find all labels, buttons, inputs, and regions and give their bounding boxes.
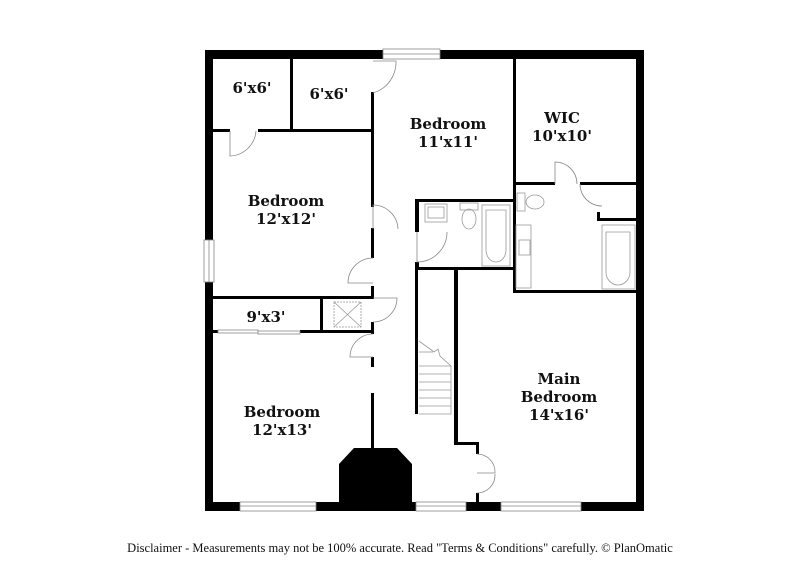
room-name: Bedroom <box>409 115 487 133</box>
room-closet-b: 6'x6' <box>309 85 348 103</box>
room-name: Bedroom <box>243 403 321 421</box>
room-name: WIC <box>544 109 580 127</box>
fixtures <box>333 192 636 415</box>
disclaimer-text: Disclaimer - Measurements may not be 100… <box>127 541 673 555</box>
room-bedroom-12x13: Bedroom 12'x13' <box>244 403 321 439</box>
room-name: Bedroom <box>247 192 325 210</box>
room-size: 12'x13' <box>252 421 312 439</box>
room-size: 9'x3' <box>246 308 286 326</box>
room-size: 11'x11' <box>418 133 478 151</box>
room-wic: WIC 10'x10' <box>532 109 592 145</box>
room-closet-9x3: 9'x3' <box>246 308 285 326</box>
room-size: 10'x10' <box>532 127 592 145</box>
doors <box>229 60 603 494</box>
room-main-bedroom: Main Bedroom 14'x16' <box>521 370 598 424</box>
room-bedroom-12x12: Bedroom 12'x12' <box>248 192 325 228</box>
room-size: 12'x12' <box>256 210 316 228</box>
room-size: 14'x16' <box>529 406 589 424</box>
room-size: 6'x6' <box>232 79 272 97</box>
windows <box>203 48 582 512</box>
room-bedroom-11x11: Bedroom 11'x11' <box>410 115 487 151</box>
room-closet-a: 6'x6' <box>232 79 271 97</box>
room-size: 6'x6' <box>309 85 349 103</box>
room-name: Main Bedroom <box>520 370 598 406</box>
